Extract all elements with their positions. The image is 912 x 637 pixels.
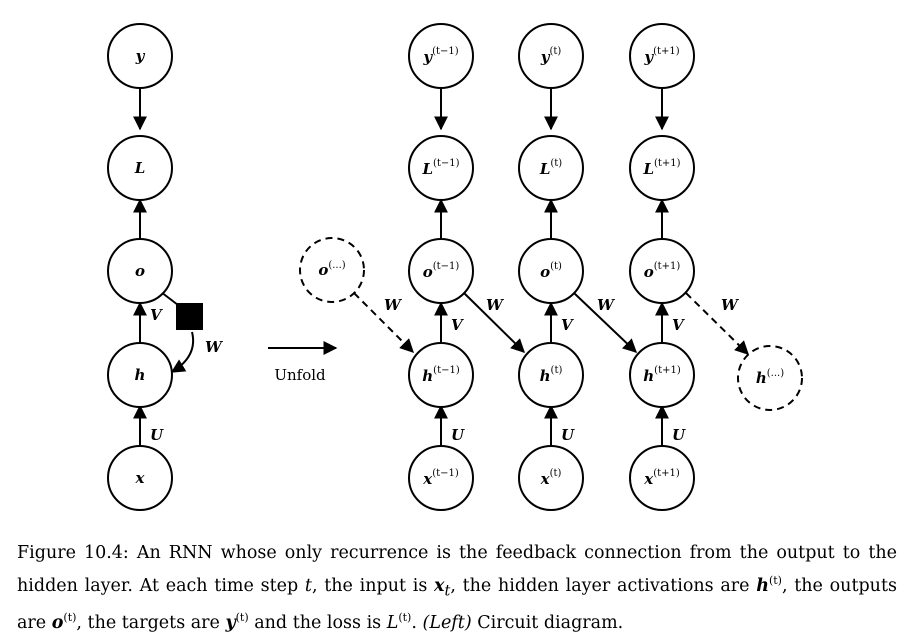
node-o-next-label: o(t+1) <box>644 261 681 281</box>
caption-h-sup: (t) <box>768 574 782 587</box>
caption-text-8: Circuit diagram. <box>471 613 624 634</box>
unfold-arrow: Unfold <box>268 341 338 384</box>
node-h-label: h <box>135 366 146 384</box>
caption-text-2: , the input is <box>311 575 435 596</box>
caption-h: h <box>756 575 769 596</box>
unfolded-graph: o(...) h(...) W W W W y(t−1) L(t−1) o( <box>299 23 803 511</box>
node-o-label: o <box>135 262 145 280</box>
node-x-label: x <box>135 469 146 487</box>
node-y-label: y <box>135 47 146 65</box>
caption-text-3: , the hidden layer activations are <box>450 575 757 596</box>
node-h: h <box>107 342 173 408</box>
caption-left-em: (Left) <box>422 613 472 634</box>
node-L-label: L <box>134 159 146 177</box>
node-h-next-label: h(...) <box>756 368 784 387</box>
label-W-next: W <box>721 296 740 314</box>
edge-delay-to-h <box>170 331 194 373</box>
caption-x: x <box>434 575 445 596</box>
node-o-prev: o(...) <box>299 237 365 303</box>
unfold-label: Unfold <box>274 366 326 384</box>
caption-o: o <box>51 613 64 634</box>
node-x-next-label: x(t+1) <box>643 468 680 488</box>
node-x-current-label: x(t) <box>540 468 562 488</box>
label-W-left: W <box>205 338 224 356</box>
caption-y: y <box>225 613 236 634</box>
label-U-current: U <box>561 426 575 444</box>
label-V-prev: V <box>451 316 464 334</box>
label-V-left: V <box>150 306 163 324</box>
caption-t: t <box>304 575 312 596</box>
caption-L-sup: (t) <box>398 611 412 625</box>
node-o-prev-step-label: o(t−1) <box>423 261 460 281</box>
node-o-prev-label: o(...) <box>318 260 345 279</box>
label-U-prev: U <box>451 426 465 444</box>
time-step-column-prev: y(t−1) L(t−1) o(t−1) h(t−1) x(t−1) V U <box>408 23 474 511</box>
caption-text-5: , the targets are <box>76 613 226 634</box>
delay-square <box>176 303 203 330</box>
caption-L: L <box>386 613 399 634</box>
node-x-prev-label: x(t−1) <box>422 468 459 488</box>
edge-o-to-delay <box>160 291 179 306</box>
label-U-next: U <box>672 426 686 444</box>
label-W-1: W <box>486 296 505 314</box>
node-o: o <box>107 238 173 304</box>
node-h-prev-label: h(t−1) <box>422 365 460 385</box>
edge-W-1 <box>463 292 525 353</box>
time-step-column-next: y(t+1) L(t+1) o(t+1) h(t+1) x(t+1) V U <box>629 23 695 511</box>
node-L-current-label: L(t) <box>539 158 562 178</box>
caption-text-7: . <box>411 613 423 634</box>
edge-W-next <box>685 292 749 355</box>
node-L-prev-label: L(t−1) <box>421 158 459 178</box>
label-W-2: W <box>597 296 616 314</box>
node-h-next: h(...) <box>737 345 803 411</box>
caption-text-6: and the loss is <box>248 613 387 634</box>
label-W-prev: W <box>384 296 403 314</box>
label-V-current: V <box>561 316 574 334</box>
node-L: L <box>107 135 173 201</box>
caption-x-sub: t <box>444 582 451 600</box>
caption-text-1: Figure 10.4: An RNN whose only recurrenc… <box>17 543 897 596</box>
node-y: y <box>107 23 173 89</box>
rnn-diagram: y L o h x V W U Unfold o(...) <box>107 23 803 511</box>
time-step-column-current: y(t) L(t) o(t) h(t) x(t) V U <box>518 23 584 511</box>
node-y-prev-label: y(t−1) <box>422 46 458 66</box>
node-L-next-label: L(t+1) <box>642 158 680 178</box>
edge-W-2 <box>573 292 638 353</box>
figure-caption: Figure 10.4: An RNN whose only recurrenc… <box>17 540 897 637</box>
node-y-current-label: y(t) <box>540 46 562 66</box>
node-h-current-label: h(t) <box>540 365 563 385</box>
node-y-next-label: y(t+1) <box>643 46 679 66</box>
left-circuit: y L o h x V W U <box>107 23 224 511</box>
caption-o-sup: (t) <box>63 611 77 625</box>
node-o-current-label: o(t) <box>540 261 562 281</box>
node-h-next-step-label: h(t+1) <box>643 365 681 385</box>
caption-y-sup: (t) <box>235 611 249 625</box>
label-U-left: U <box>150 426 164 444</box>
node-x: x <box>107 445 173 511</box>
edge-W-prev <box>353 292 414 353</box>
label-V-next: V <box>672 316 685 334</box>
